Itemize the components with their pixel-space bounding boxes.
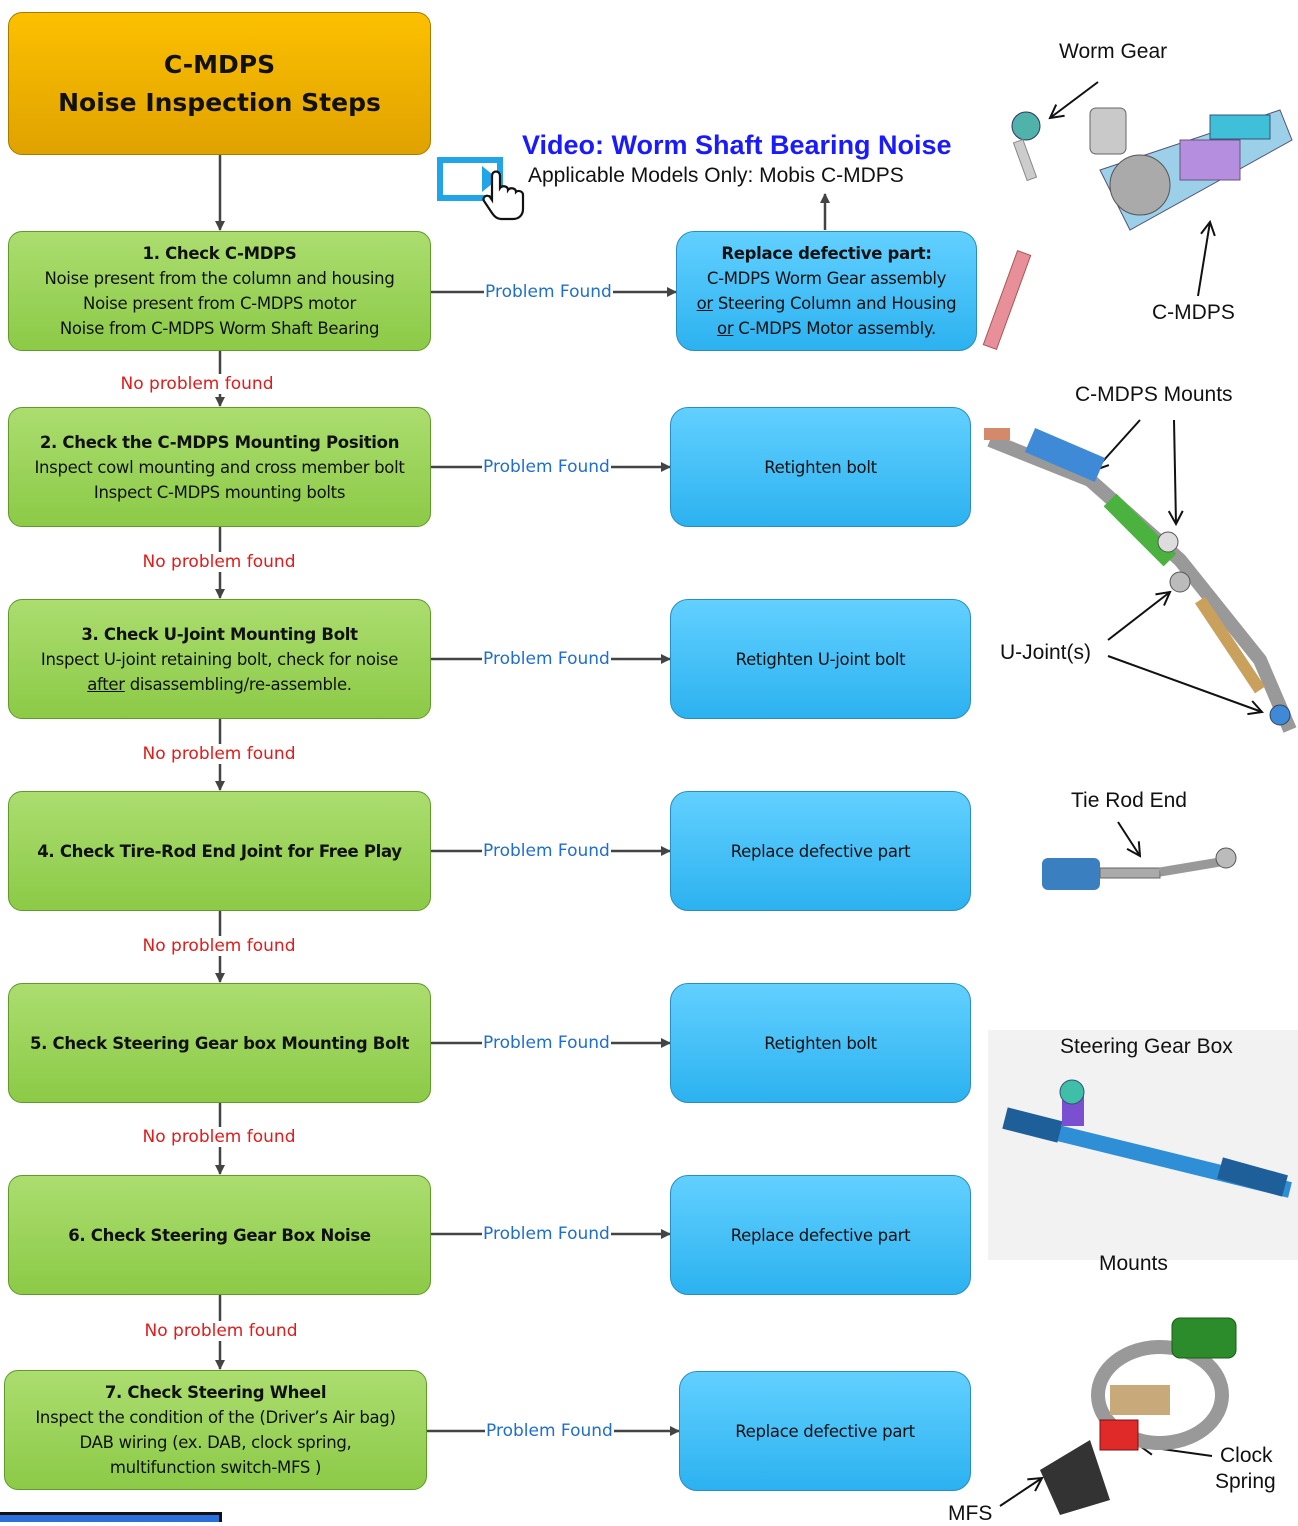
action-3-box: Retighten U-joint bolt (670, 599, 971, 719)
worm-gear-label: Worm Gear (1059, 40, 1168, 63)
action-7-text: Replace defective part (735, 1421, 915, 1441)
problem-found-label: Problem Found (482, 1224, 611, 1244)
step-2-line: Inspect C-MDPS mounting bolts (93, 482, 346, 502)
action-1-line-3-rest: C-MDPS Motor assembly. (733, 319, 936, 338)
action-6-box: Replace defective part (670, 1175, 971, 1295)
step-3-box: 3. Check U-Joint Mounting Bolt Inspect U… (8, 599, 431, 719)
mounts-label: Mounts (1099, 1252, 1168, 1275)
problem-found-label: Problem Found (482, 457, 611, 477)
no-problem-found-label: No problem found (142, 744, 296, 764)
no-problem-found-label: No problem found (120, 374, 274, 394)
step-7-line: DAB wiring (ex. DAB, clock spring, (79, 1433, 352, 1452)
action-4-text: Replace defective part (730, 841, 911, 861)
or-word: or (717, 319, 734, 338)
step-6-title: 6. Check Steering Gear Box Noise (68, 1225, 371, 1245)
action-4-box: Replace defective part (670, 791, 971, 911)
action-6-text: Replace defective part (730, 1225, 911, 1245)
step-3-line: Inspect U-joint retaining bolt, check fo… (40, 649, 399, 669)
spring-label: Spring (1215, 1470, 1276, 1493)
title-line-2: Noise Inspection Steps (58, 87, 381, 117)
no-problem-found-label: No problem found (142, 936, 296, 956)
problem-found-label: Problem Found (482, 1033, 611, 1053)
step-5-title: 5. Check Steering Gear box Mounting Bolt (29, 1033, 410, 1053)
step-4-title: 4. Check Tire-Rod End Joint for Free Pla… (37, 841, 402, 861)
title-line-1: C-MDPS (163, 49, 276, 79)
clock-label: Clock (1220, 1444, 1273, 1467)
no-problem-found-label: No problem found (142, 552, 296, 572)
step-1-line: Noise present from the column and housin… (44, 269, 395, 288)
step-5-box: 5. Check Steering Gear box Mounting Bolt (8, 983, 431, 1103)
step-2-title: 2. Check the C-MDPS Mounting Position (39, 432, 400, 452)
c-mdps-label: C-MDPS (1152, 301, 1235, 324)
step-3-line-2-rest: disassembling/re-assemble. (124, 674, 352, 694)
problem-found-label: Problem Found (485, 1421, 614, 1441)
step-3-line-2: after disassembling/re-assemble. (87, 672, 352, 697)
bottom-left-bar (0, 1512, 222, 1522)
video-play-button[interactable] (436, 156, 528, 222)
action-1-line: C-MDPS Worm Gear assembly (706, 269, 947, 288)
step-3-underlined-word: after (87, 674, 125, 694)
action-5-box: Retighten bolt (670, 983, 971, 1103)
step-1-line: Noise present from C-MDPS motor (83, 294, 356, 313)
step-6-box: 6. Check Steering Gear Box Noise (8, 1175, 431, 1295)
steering-gear-box-label: Steering Gear Box (1060, 1035, 1233, 1058)
problem-found-label: Problem Found (484, 282, 613, 302)
step-1-box: 1. Check C-MDPS Noise present from the c… (8, 231, 431, 351)
action-1-box: Replace defective part: C-MDPS Worm Gear… (676, 231, 977, 351)
step-2-line: Inspect cowl mounting and cross member b… (34, 457, 405, 477)
no-problem-found-label: No problem found (142, 1127, 296, 1147)
step-4-box: 4. Check Tire-Rod End Joint for Free Pla… (8, 791, 431, 911)
problem-found-label: Problem Found (482, 841, 611, 861)
action-7-box: Replace defective part (679, 1371, 971, 1491)
step-7-box: 7. Check Steering Wheel Inspect the cond… (4, 1370, 427, 1490)
problem-found-label: Problem Found (482, 649, 611, 669)
action-1-line-3: or C-MDPS Motor assembly. (717, 316, 936, 341)
u-joints-label: U-Joint(s) (1000, 641, 1092, 664)
flowchart-title: C-MDPS Noise Inspection Steps (8, 12, 431, 155)
action-3-text: Retighten U-joint bolt (735, 649, 906, 669)
step-3-title: 3. Check U-Joint Mounting Bolt (81, 624, 358, 644)
video-subtitle: Applicable Models Only: Mobis C-MDPS (528, 164, 904, 187)
tie-rod-end-label: Tie Rod End (1071, 789, 1187, 812)
action-2-text: Retighten bolt (764, 457, 877, 477)
action-1-line-2: or Steering Column and Housing (697, 291, 957, 316)
or-word: or (696, 294, 714, 313)
step-1-line: Noise from C-MDPS Worm Shaft Bearing (59, 319, 380, 338)
step-7-line: multifunction switch-MFS ) (109, 1458, 322, 1477)
play-video-icon (437, 157, 525, 221)
action-5-text: Retighten bolt (764, 1033, 877, 1053)
action-2-box: Retighten bolt (670, 407, 971, 527)
video-title-link[interactable]: Video: Worm Shaft Bearing Noise (522, 130, 952, 160)
no-problem-found-label: No problem found (144, 1321, 298, 1341)
step-7-title: 7. Check Steering Wheel (104, 1383, 327, 1402)
mfs-label: MFS (948, 1502, 993, 1525)
action-1-title: Replace defective part: (721, 244, 932, 263)
step-7-line: Inspect the condition of the (Driver’s A… (35, 1408, 396, 1427)
step-1-title: 1. Check C-MDPS (142, 244, 297, 263)
step-2-box: 2. Check the C-MDPS Mounting Position In… (8, 407, 431, 527)
action-1-line-2-rest: Steering Column and Housing (712, 294, 957, 313)
c-mdps-mounts-label: C-MDPS Mounts (1075, 383, 1233, 406)
